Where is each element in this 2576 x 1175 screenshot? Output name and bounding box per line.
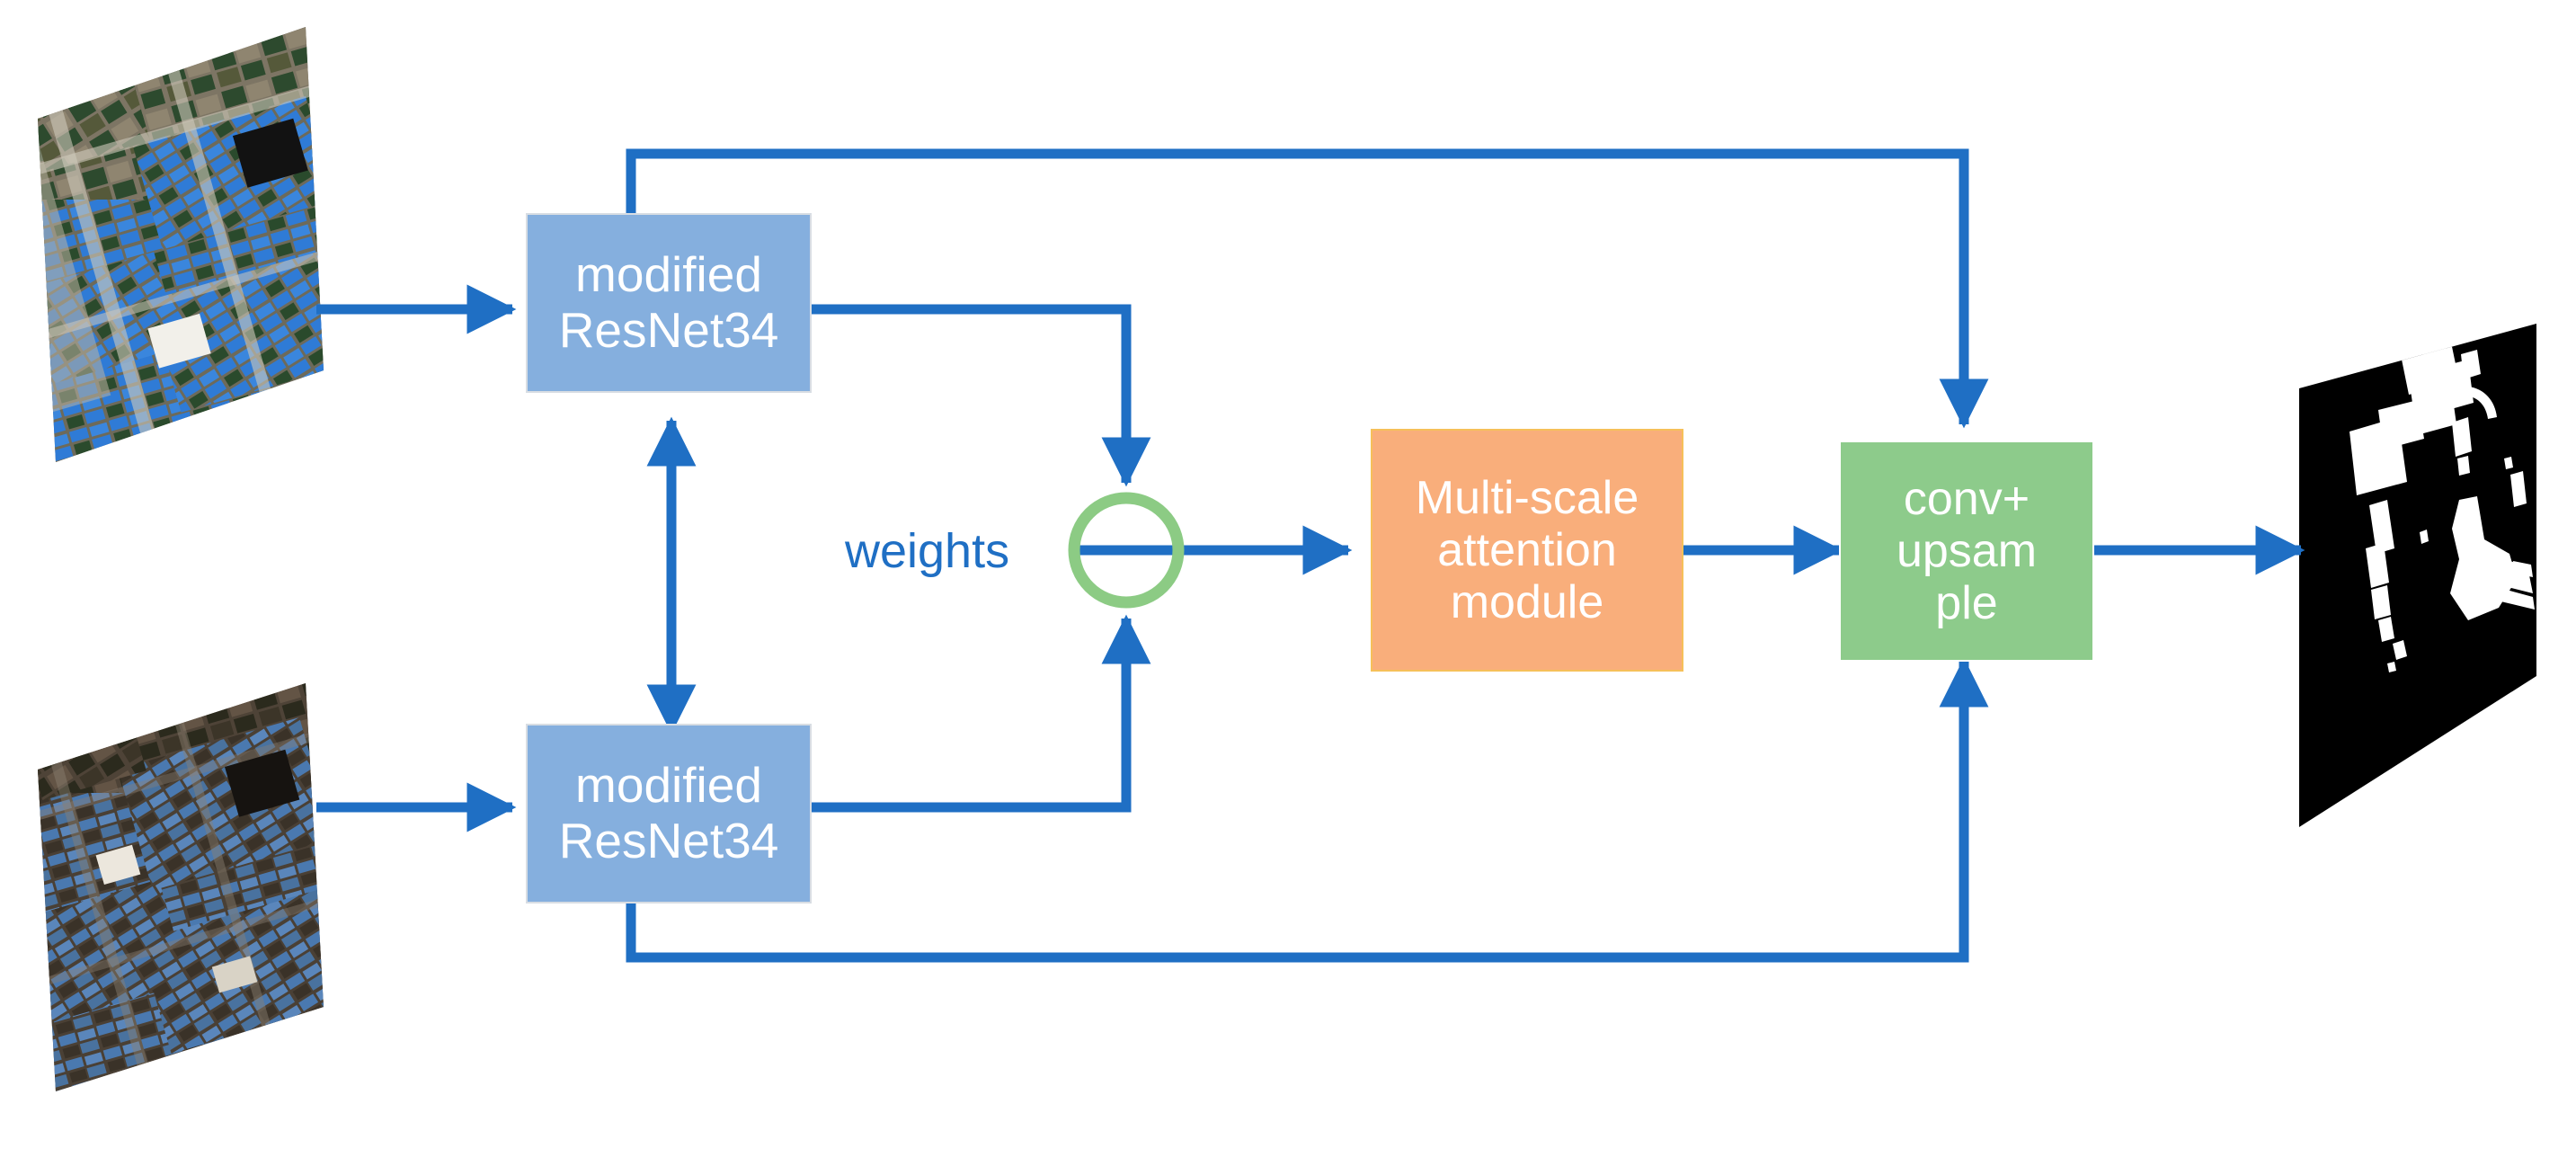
attention-line1: Multi-scale — [1415, 471, 1639, 524]
output-mask — [2292, 324, 2562, 827]
input-image-t1 — [36, 20, 324, 469]
decoder-line3: ple — [1935, 577, 1998, 630]
decoder-box[interactable]: conv+ upsam ple — [1839, 441, 2094, 662]
attention-line3: module — [1450, 576, 1604, 629]
satellite-image-time1-graphic — [38, 27, 324, 462]
decoder-line2: upsam — [1896, 524, 2038, 577]
arrow-encoder-bottom-to-fusion — [812, 614, 1151, 813]
weights-label: weights — [845, 524, 1010, 578]
encoder-top-line2: ResNet34 — [558, 302, 779, 358]
arrow-skip-bottom — [626, 657, 1989, 963]
decoder-line1: conv+ — [1903, 472, 2030, 525]
attention-module-box[interactable]: Multi-scale attention module — [1371, 429, 1683, 672]
satellite-image-time2-graphic — [38, 683, 324, 1091]
binary-change-mask-graphic — [2299, 324, 2536, 827]
encoder-bottom-box[interactable]: modified ResNet34 — [526, 724, 812, 904]
fusion-circle — [1068, 492, 1185, 609]
encoder-top-line1: modified — [575, 246, 762, 303]
arrow-skip-top — [626, 148, 1989, 429]
attention-line2: attention — [1437, 523, 1617, 576]
encoder-bottom-line2: ResNet34 — [558, 813, 779, 868]
arrow-encoder-top-to-fusion — [812, 304, 1151, 487]
input-image-t2 — [36, 676, 324, 1099]
encoder-bottom-line1: modified — [575, 757, 762, 814]
encoder-top-box[interactable]: modified ResNet34 — [526, 213, 812, 393]
